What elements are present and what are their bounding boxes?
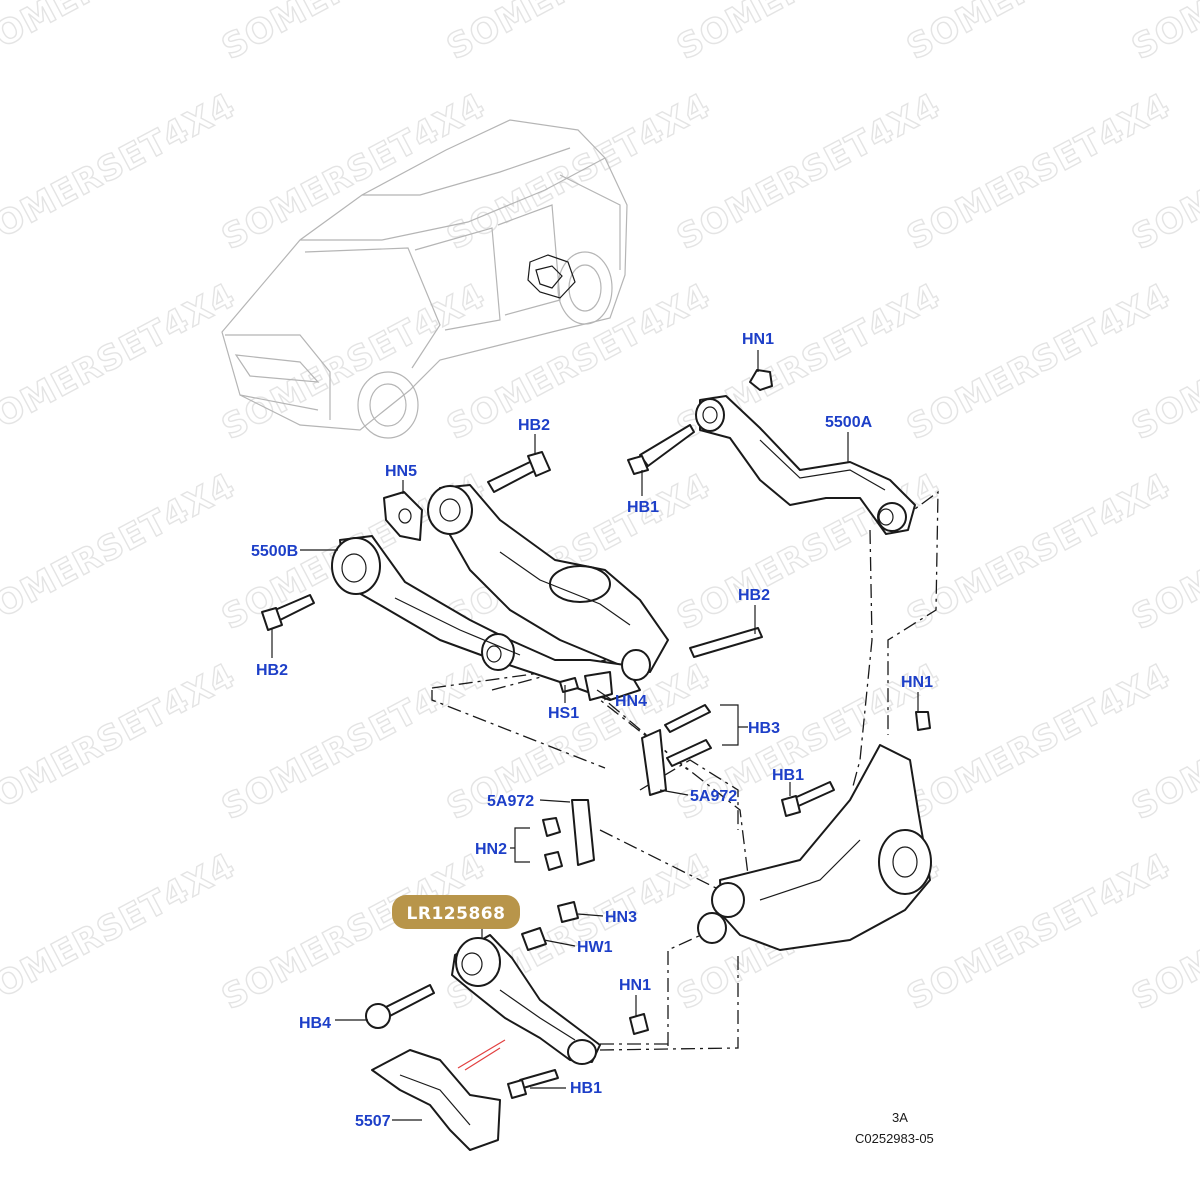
label-5500a: 5500A (825, 414, 873, 431)
knuckle-hub-assembly (697, 711, 932, 951)
watermark-text: SOMERSET4X4 (0, 276, 242, 448)
vehicle-illustration (221, 119, 628, 439)
watermark-text: SOMERSET4X4 (1125, 0, 1200, 68)
callout-labels: HN1 5500A HB1 HB2 HN5 5500B HB2 HB2 HS1 … (251, 331, 933, 1130)
watermark-text: SOMERSET4X4 (0, 0, 242, 68)
label-hn2: HN2 (475, 841, 507, 858)
label-hb4: HB4 (299, 1015, 331, 1032)
label-hb3: HB3 (748, 720, 780, 737)
label-hn3: HN3 (605, 909, 637, 926)
watermark-text: SOMERSET4X4 (0, 656, 242, 828)
label-hb1: HB1 (772, 767, 804, 784)
label-hs1: HS1 (548, 705, 579, 722)
part-number-text: LR125868 (407, 904, 506, 924)
watermark-text: SOMERSET4X4 (0, 846, 242, 1018)
view-ref: 3A (892, 1110, 908, 1125)
label-hn5: HN5 (385, 463, 417, 480)
label-hn1: HN1 (742, 331, 774, 348)
label-hb1: HB1 (627, 499, 659, 516)
bracket-plates-5a972 (542, 704, 712, 871)
part-number-badge[interactable]: LR125868 (392, 895, 520, 929)
label-5507: 5507 (355, 1113, 391, 1130)
label-5a972: 5A972 (690, 788, 737, 805)
watermark-text: SOMERSET4X4 (0, 86, 242, 258)
label-hb2: HB2 (518, 417, 550, 434)
subframe-assembly (261, 451, 763, 701)
label-hb2: HB2 (738, 587, 770, 604)
label-hw1: HW1 (577, 939, 613, 956)
label-5a972: 5A972 (487, 793, 534, 810)
label-hn1: HN1 (901, 674, 933, 691)
label-hb2: HB2 (256, 662, 288, 679)
upper-control-arm-5500a (627, 369, 916, 535)
lower-control-arm (365, 901, 649, 1099)
label-hb1: HB1 (570, 1080, 602, 1097)
reference-code: 3A C0252983-05 (855, 1110, 934, 1146)
leader-lines (271, 350, 919, 1121)
drawing-code: C0252983-05 (855, 1131, 934, 1146)
heat-shield-5507 (371, 1049, 501, 1151)
label-5500b: 5500B (251, 543, 298, 560)
label-hn1: HN1 (619, 977, 651, 994)
label-hn4: HN4 (615, 693, 647, 710)
watermark-text: SOMERSET4X4 (0, 466, 242, 638)
